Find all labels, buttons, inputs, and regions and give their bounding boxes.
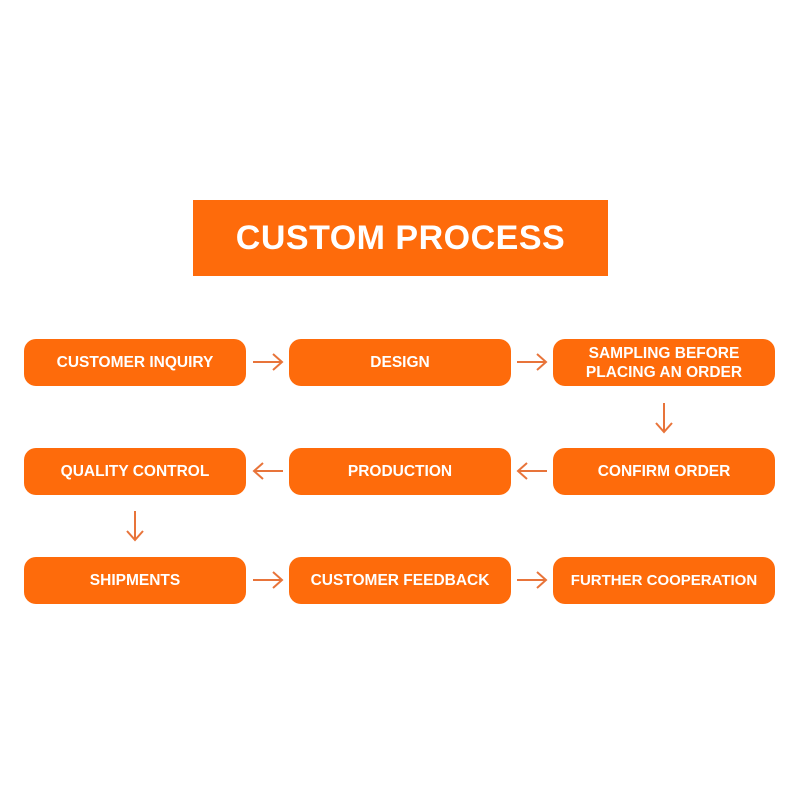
arrow-down-icon xyxy=(654,402,674,434)
arrow-right-icon xyxy=(252,352,284,372)
step-further-cooperation: FURTHER COOPERATION xyxy=(553,557,775,604)
arrow-right-icon xyxy=(516,570,548,590)
step-customer-inquiry: CUSTOMER INQUIRY xyxy=(24,339,246,386)
step-label: CUSTOMER INQUIRY xyxy=(56,354,214,371)
step-design: DESIGN xyxy=(289,339,511,386)
arrow-right-icon xyxy=(252,570,284,590)
step-label: CONFIRM ORDER xyxy=(597,463,731,480)
arrow-left-icon xyxy=(516,461,548,481)
step-label: PRODUCTION xyxy=(347,463,453,480)
step-label: QUALITY CONTROL xyxy=(60,463,210,480)
step-label-line1: SAMPLING BEFORE xyxy=(588,344,740,362)
step-confirm-order: CONFIRM ORDER xyxy=(553,448,775,495)
step-label: CUSTOMER FEEDBACK xyxy=(310,572,490,589)
arrow-right-icon xyxy=(516,352,548,372)
step-label: FURTHER COOPERATION xyxy=(570,572,758,589)
step-label-line2: PLACING AN ORDER xyxy=(585,363,743,381)
step-label: DESIGN xyxy=(370,354,430,371)
step-customer-feedback: CUSTOMER FEEDBACK xyxy=(289,557,511,604)
step-sampling-before-placing-an-order: SAMPLING BEFORE PLACING AN ORDER xyxy=(553,339,775,386)
step-quality-control: QUALITY CONTROL xyxy=(24,448,246,495)
page-title: CUSTOM PROCESS xyxy=(193,200,608,276)
step-production: PRODUCTION xyxy=(289,448,511,495)
arrow-down-icon xyxy=(125,510,145,542)
step-shipments: SHIPMENTS xyxy=(24,557,246,604)
arrow-left-icon xyxy=(252,461,284,481)
step-label: SHIPMENTS xyxy=(89,572,181,589)
